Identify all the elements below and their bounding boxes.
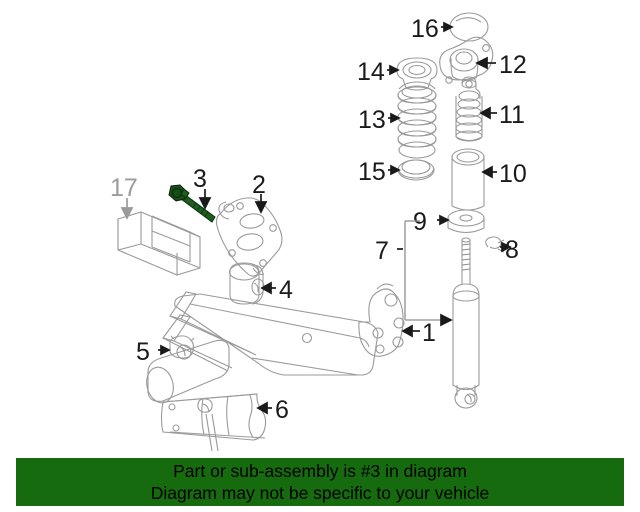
- part-5-small-bushing: [169, 335, 195, 360]
- callout-12-leader: [475, 56, 496, 70]
- part-9-upper-shock-mount: [447, 209, 485, 234]
- part-11-bump-stop: [455, 76, 483, 142]
- callout-12-label: 12: [499, 51, 527, 79]
- callout-11-label: 11: [499, 101, 525, 129]
- callout-13-label: 13: [358, 106, 386, 134]
- part-7-shock-absorber: [452, 237, 480, 409]
- callout-10-label: 10: [499, 160, 527, 188]
- callout-8-leader: [500, 241, 512, 253]
- part-16-cap-nut: [449, 12, 489, 42]
- callout-14-leader: [387, 64, 400, 76]
- callout-8-label: 8: [505, 236, 519, 264]
- callout-7-label: 7: [375, 237, 389, 265]
- callout-5-leader: [158, 344, 171, 356]
- part-6-bracket-plate: [160, 393, 267, 452]
- callout-3-label: 3: [193, 165, 207, 193]
- part-15-lower-spring-seat: [397, 159, 435, 181]
- part-14-upper-spring-seat: [396, 57, 438, 91]
- callout-2-leader: [254, 194, 268, 214]
- callout-3-leader: [198, 189, 212, 210]
- callout-9-leader: [437, 214, 450, 226]
- callout-13-leader: [388, 112, 401, 124]
- part-8-retaining-clip: [485, 236, 505, 253]
- callout-5-label: 5: [136, 338, 150, 366]
- callout-1-leader: [401, 324, 420, 338]
- callout-1-label: 1: [422, 319, 436, 347]
- callout-10-leader: [481, 165, 497, 179]
- callout-15-leader: [388, 164, 401, 176]
- callout-9-label: 9: [413, 208, 427, 236]
- info-banner: Part or sub-assembly is #3 in diagram Di…: [16, 458, 624, 506]
- part-10-dust-tube: [451, 148, 485, 211]
- callout-7-leader: [397, 220, 453, 327]
- part-12-strut-mount: [439, 36, 494, 88]
- banner-line-2: Diagram may not be specific to your vehi…: [150, 483, 490, 503]
- callout-14-label: 14: [357, 58, 385, 86]
- part-13-coil-spring: [397, 81, 437, 159]
- part-4-bushing: [228, 262, 265, 305]
- callout-4-label: 4: [279, 276, 293, 304]
- banner-line-1: Part or sub-assembly is #3 in diagram: [173, 461, 467, 481]
- part-3-bolt-highlighted: [168, 184, 216, 223]
- callout-16-leader: [441, 21, 454, 33]
- callout-2-label: 2: [252, 171, 266, 199]
- callout-16-label: 16: [411, 15, 439, 43]
- part-17-mounting-block: [117, 211, 201, 276]
- callout-15-label: 15: [358, 158, 386, 186]
- callout-17-label: 17: [110, 174, 138, 202]
- callout-6-label: 6: [275, 396, 289, 424]
- callout-6-leader: [256, 401, 272, 415]
- callout-4-leader: [260, 281, 276, 295]
- callout-11-leader: [479, 106, 497, 120]
- callout-17-leader: [120, 198, 134, 220]
